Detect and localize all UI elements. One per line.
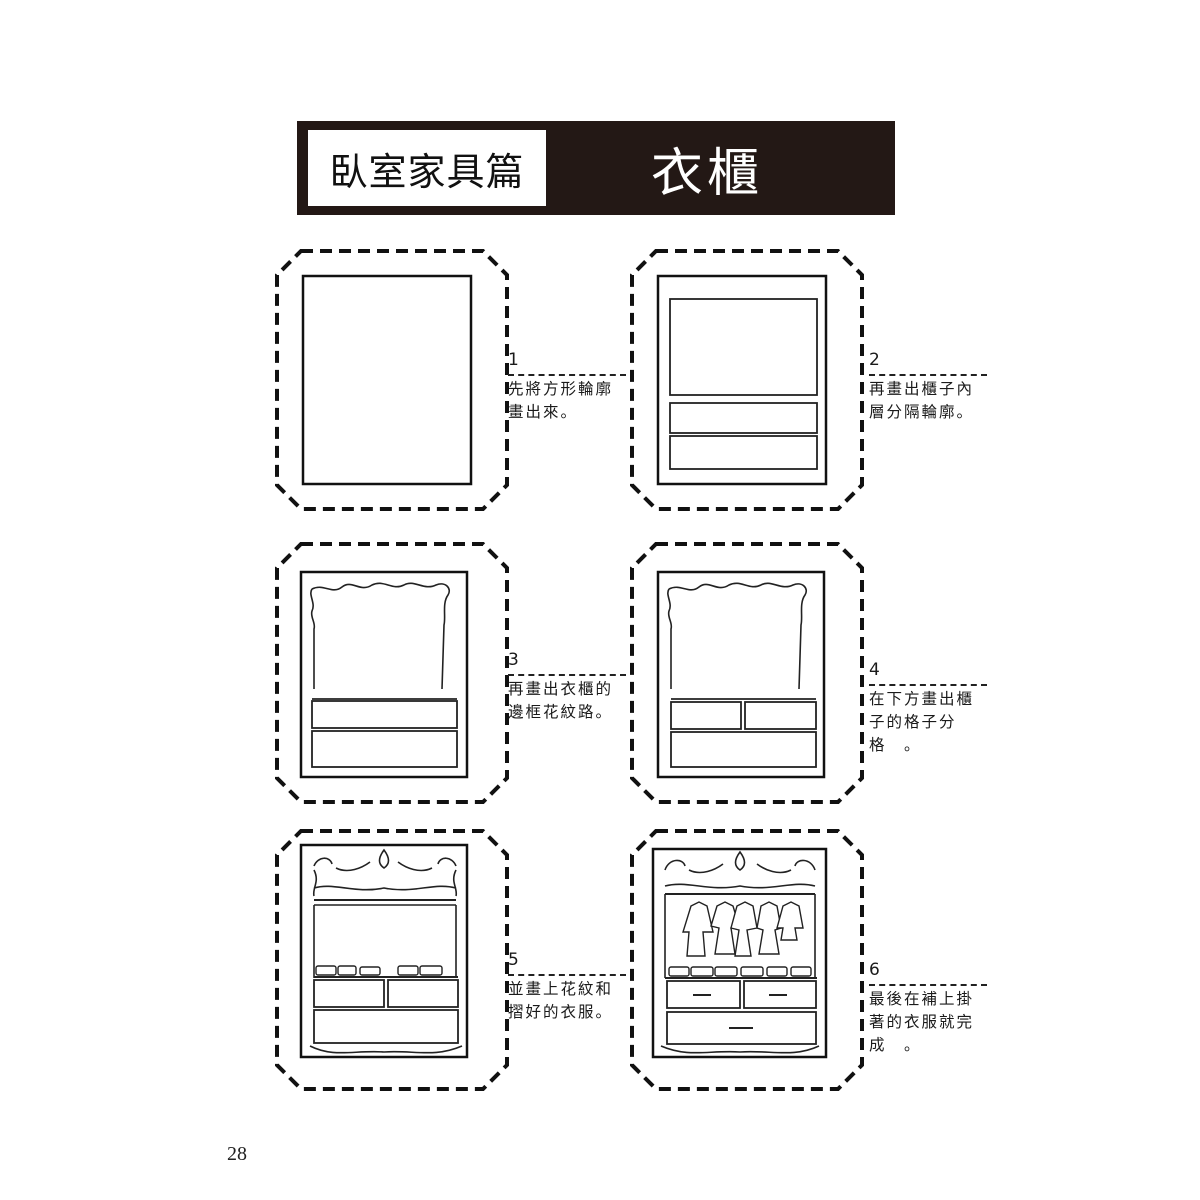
step-6-caption: 6 最後在補上掛著的衣服就完成 。 — [869, 959, 991, 1057]
title-banner: 臥室家具篇 衣櫃 — [297, 121, 895, 215]
step-3-number: 3 — [508, 650, 519, 670]
step-2-dash-line — [869, 374, 987, 376]
step-4-text: 在下方畫出櫃子的格子分格 。 — [869, 690, 975, 754]
step-1-illustration — [274, 248, 510, 512]
step-2-number: 2 — [869, 350, 880, 370]
step-2-text: 再畫出櫃子內層分隔輪廓。 — [869, 380, 975, 421]
step-1-number: 1 — [508, 350, 519, 370]
step-4-number: 4 — [869, 660, 880, 680]
step-1-caption: 1 先將方形輪廓畫出來。 — [508, 349, 630, 424]
step-3-illustration — [274, 541, 510, 805]
step-5-caption: 5 並畫上花紋和摺好的衣服。 — [508, 949, 630, 1024]
step-4-dash-line — [869, 684, 987, 686]
step-4-caption: 4 在下方畫出櫃子的格子分格 。 — [869, 659, 991, 757]
step-5-dash-line — [508, 974, 626, 976]
step-5-text: 並畫上花紋和摺好的衣服。 — [508, 980, 614, 1021]
step-3-dash-line — [508, 674, 626, 676]
step-1-text: 先將方形輪廓畫出來。 — [508, 380, 614, 421]
step-6-number: 6 — [869, 960, 880, 980]
step-3-text: 再畫出衣櫃的邊框花紋路。 — [508, 680, 614, 721]
section-label: 臥室家具篇 — [308, 130, 546, 206]
step-6-dash-line — [869, 984, 987, 986]
step-4-illustration — [629, 541, 865, 805]
topic-title: 衣櫃 — [650, 143, 763, 204]
step-1-dash-line — [508, 374, 626, 376]
step-5-illustration — [274, 828, 510, 1092]
step-6-text: 最後在補上掛著的衣服就完成 。 — [869, 990, 975, 1054]
step-6-illustration — [629, 828, 865, 1092]
step-2-illustration — [629, 248, 865, 512]
page-number: 28 — [227, 1143, 247, 1165]
step-3-caption: 3 再畫出衣櫃的邊框花紋路。 — [508, 649, 630, 724]
step-2-caption: 2 再畫出櫃子內層分隔輪廓。 — [869, 349, 991, 424]
step-5-number: 5 — [508, 950, 519, 970]
